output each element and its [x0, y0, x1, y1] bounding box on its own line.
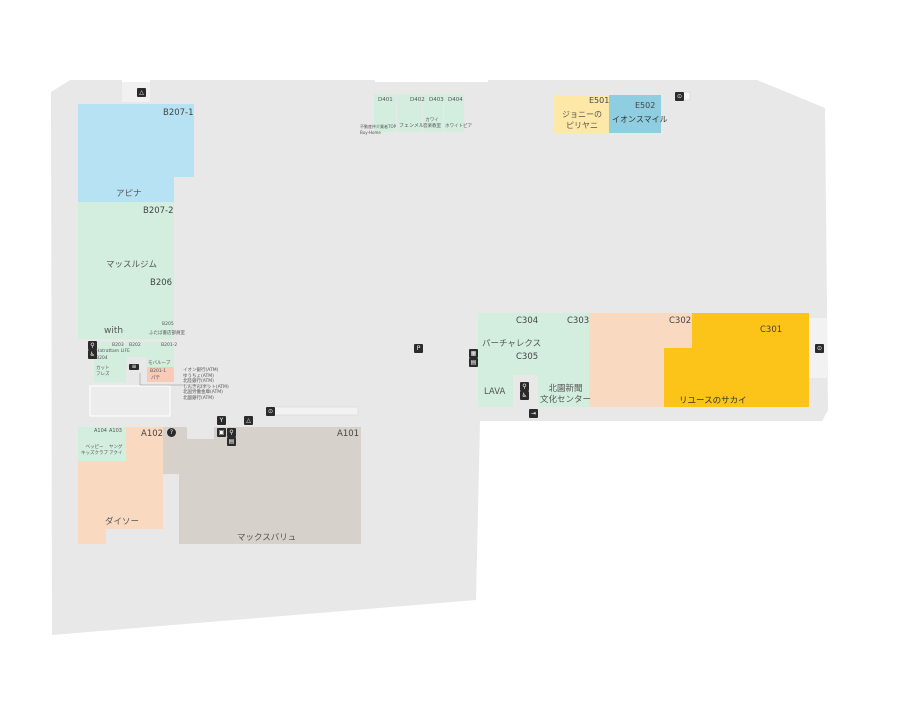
- store-c301[interactable]: [664, 313, 809, 407]
- store-name-b207-2: マッスルジム: [106, 260, 158, 270]
- atm-icon: ≡: [129, 364, 139, 370]
- store-code-b204: B204: [96, 356, 108, 361]
- store-b205[interactable]: [147, 318, 174, 339]
- store-name-b205: ふたば書店部員室: [149, 331, 185, 336]
- store-name-a101: マックスバリュ: [237, 533, 297, 543]
- store-name-b206: with: [104, 326, 124, 336]
- store-code-a104: A104: [94, 428, 107, 434]
- parking-label: P: [416, 345, 421, 352]
- store-b201-2[interactable]: [147, 342, 174, 367]
- store-code-b202: B202: [129, 343, 141, 348]
- restroom-icon: ⚲: [227, 428, 236, 437]
- store-code-d404: D404: [448, 97, 463, 103]
- store-e502[interactable]: [609, 95, 661, 133]
- store-d403[interactable]: [423, 94, 443, 132]
- a101-notch: [187, 427, 214, 439]
- store-code-d402: D402: [410, 97, 425, 103]
- parking-icon: P: [414, 344, 423, 353]
- store-code-c303: C303: [567, 316, 590, 326]
- bicycle-parking-icon: ⊙: [266, 407, 275, 416]
- accessible-restroom-icon: ♿: [520, 391, 529, 400]
- store-b202[interactable]: [126, 342, 147, 357]
- store-code-e501: E501: [589, 96, 610, 105]
- store-code-b205: B205: [162, 322, 174, 327]
- locker-icon: ▣: [217, 428, 226, 437]
- store-name-a103: ヤング アクイ: [109, 445, 123, 456]
- store-b207-1[interactable]: [78, 104, 194, 202]
- restroom-icon: ⚲: [520, 382, 529, 391]
- store-name-c301: リユースのサカイ: [679, 396, 747, 406]
- store-e501[interactable]: [554, 95, 609, 133]
- store-code-b206: B206: [150, 278, 173, 288]
- store-code-a102: A102: [141, 429, 164, 439]
- restroom-icon: ⚲: [88, 341, 97, 350]
- store-a102[interactable]: [78, 427, 163, 544]
- information-icon: ?: [167, 428, 176, 437]
- store-code-b203: B203: [112, 343, 124, 348]
- store-a104[interactable]: [78, 427, 106, 461]
- bicycle-parking-icon: ⊙: [675, 92, 684, 101]
- store-name-b201-1: パテ: [151, 376, 160, 381]
- store-name-b204: Hatrattam LIFE: [96, 349, 130, 354]
- store-code-a103: A103: [109, 428, 122, 434]
- store-d401[interactable]: [374, 94, 396, 132]
- store-name-c304: パーチャレクス: [482, 339, 542, 349]
- emergency-exit-icon: ⇥: [529, 409, 538, 418]
- store-code-d403: D403: [429, 97, 444, 103]
- dining-icon: Y: [217, 416, 226, 425]
- atm-item: イオン銀行(ATM): [183, 368, 219, 373]
- elevator-icon: ▤: [469, 358, 478, 367]
- store-code-c302: C302: [669, 316, 692, 326]
- store-d402[interactable]: [397, 94, 422, 132]
- entrance-block: [122, 82, 150, 102]
- store-name-b207-1: アピナ: [116, 189, 142, 199]
- store-c303[interactable]: [538, 313, 589, 407]
- atm-item: ゆうちょ(ATM): [183, 373, 214, 379]
- nursing-room-icon: △: [244, 416, 253, 425]
- store-name-d402: フェンメル: [399, 123, 424, 129]
- elevator-icon: ▤: [227, 437, 236, 446]
- store-code-a101: A101: [337, 429, 360, 439]
- store-code-b201-2: B201-2: [161, 343, 178, 348]
- store-code-c301: C301: [760, 325, 783, 335]
- store-name-a102: ダイソー: [105, 517, 140, 527]
- store-b204[interactable]: [94, 342, 127, 362]
- store-code-e502: E502: [635, 101, 656, 110]
- store-code-c305: C305: [516, 352, 539, 362]
- store-name-e502: イオンスマイル: [612, 115, 668, 124]
- store-b203[interactable]: [94, 362, 126, 382]
- store-name-d404: ホワイトピア: [445, 124, 472, 129]
- store-code-b207-2: B207-2: [143, 206, 174, 216]
- nursing-room-icon: △: [137, 88, 146, 97]
- store-name-d403: カワイ 音楽教室: [423, 118, 441, 129]
- atm-item: 北國銀行(ATM): [183, 395, 214, 401]
- store-d404[interactable]: [444, 94, 464, 132]
- store-name-e501: ジョニーの ピリヤニ: [562, 110, 602, 130]
- accessible-restroom-icon: ♿: [88, 350, 97, 359]
- store-name-c305: LAVA: [484, 387, 506, 397]
- store-c304[interactable]: [478, 313, 538, 351]
- bicycle-parking-icon: ⊙: [815, 344, 824, 353]
- stairs-icon: ▦: [469, 349, 478, 358]
- store-a103[interactable]: [106, 427, 126, 461]
- store-a101[interactable]: [163, 427, 361, 544]
- store-name-d401: 不動産仲介業者TOP Buy-Home: [360, 124, 397, 135]
- store-code-b207-1: B207-1: [163, 108, 194, 118]
- atm-list: イオン銀行(ATM) ゆうちょ(ATM) 北陸銀行(ATM) しんきんIネット(…: [183, 368, 229, 401]
- store-b-blank: [89, 385, 171, 417]
- atm-item: 北国労働金庫(ATM): [183, 390, 223, 395]
- store-name-c303: 北園新聞 文化センター: [540, 384, 592, 405]
- corridor-bar: [269, 406, 359, 416]
- atm-item: しんきんIネット(ATM): [183, 384, 229, 390]
- store-code-d401: D401: [378, 97, 393, 103]
- store-b207-2[interactable]: [78, 202, 174, 274]
- store-name-b203: カット フレズ: [96, 366, 110, 377]
- store-b201-1[interactable]: [147, 367, 174, 382]
- store-code-b201-1: B201-1: [150, 369, 167, 374]
- store-code-c304: C304: [516, 316, 539, 326]
- store-name-b201-2: モバループ: [148, 361, 171, 366]
- atm-item: 北陸銀行(ATM): [183, 379, 214, 384]
- store-name-a104: ベッピー キッズクラブ: [81, 445, 108, 456]
